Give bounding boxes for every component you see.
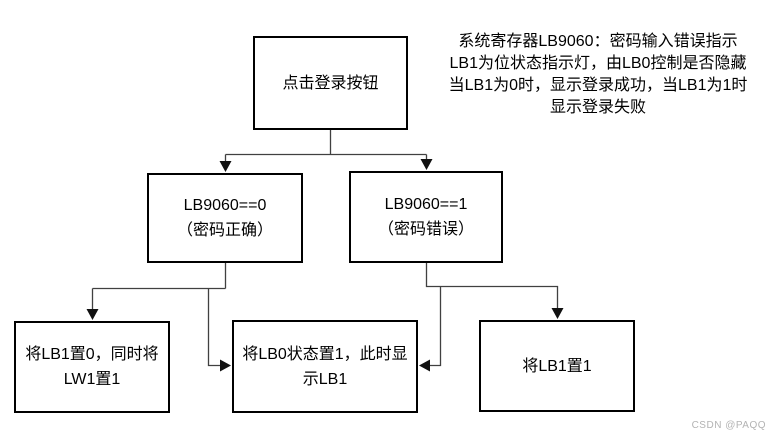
node-label: 将LB1置1: [522, 357, 592, 375]
flow-node-set-lb1-one: 将LB1置1: [479, 320, 635, 412]
flow-node-login-button: 点击登录按钮: [253, 36, 408, 130]
annotation-line-3: 当LB1为0时，显示登录成功，当LB1为1时: [448, 77, 748, 94]
flow-node-set-lb0-one: 将LB0状态置1，此时显 示LB1: [232, 320, 418, 413]
arrowhead-into-correct: [219, 161, 232, 172]
node-label-line2: 示LB1: [302, 370, 348, 388]
node-label-line2: LW1置1: [63, 371, 121, 388]
node-label-line2: （密码正确）: [176, 222, 273, 239]
arrowhead-into-set-lb0-left: [220, 359, 231, 372]
arrowhead-into-wrong: [420, 159, 433, 170]
annotation-line-4: 显示登录失败: [549, 99, 646, 116]
node-label: 点击登录按钮: [282, 74, 379, 92]
node-label-line1: LB9060==1: [384, 196, 468, 213]
annotation-text: 系统寄存器LB9060：密码输入错误指示 LB1为位状态指示灯，由LB0控制是否…: [420, 31, 776, 119]
flow-node-password-wrong: LB9060==1 （密码错误）: [349, 171, 503, 263]
arrowhead-into-set-lb0-right: [419, 359, 430, 372]
arrowhead-into-set-lb1-1: [551, 308, 564, 319]
flow-node-set-lb1-zero: 将LB1置0，同时将 LW1置1: [14, 321, 170, 413]
node-label-line2: （密码错误）: [377, 221, 474, 238]
annotation-line-1: 系统寄存器LB9060：密码输入错误指示: [458, 33, 738, 50]
flow-node-password-correct: LB9060==0 （密码正确）: [147, 173, 303, 263]
annotation-line-2: LB1为位状态指示灯，由LB0控制是否隐藏: [449, 55, 747, 72]
arrowhead-into-set-lb1-0: [86, 309, 99, 320]
node-label-line1: 将LB1置0，同时将: [25, 346, 159, 363]
watermark: CSDN @PAQQ: [691, 420, 766, 431]
node-label-line1: LB9060==0: [183, 197, 267, 214]
node-label-line1: 将LB0状态置1，此时显: [242, 345, 408, 363]
